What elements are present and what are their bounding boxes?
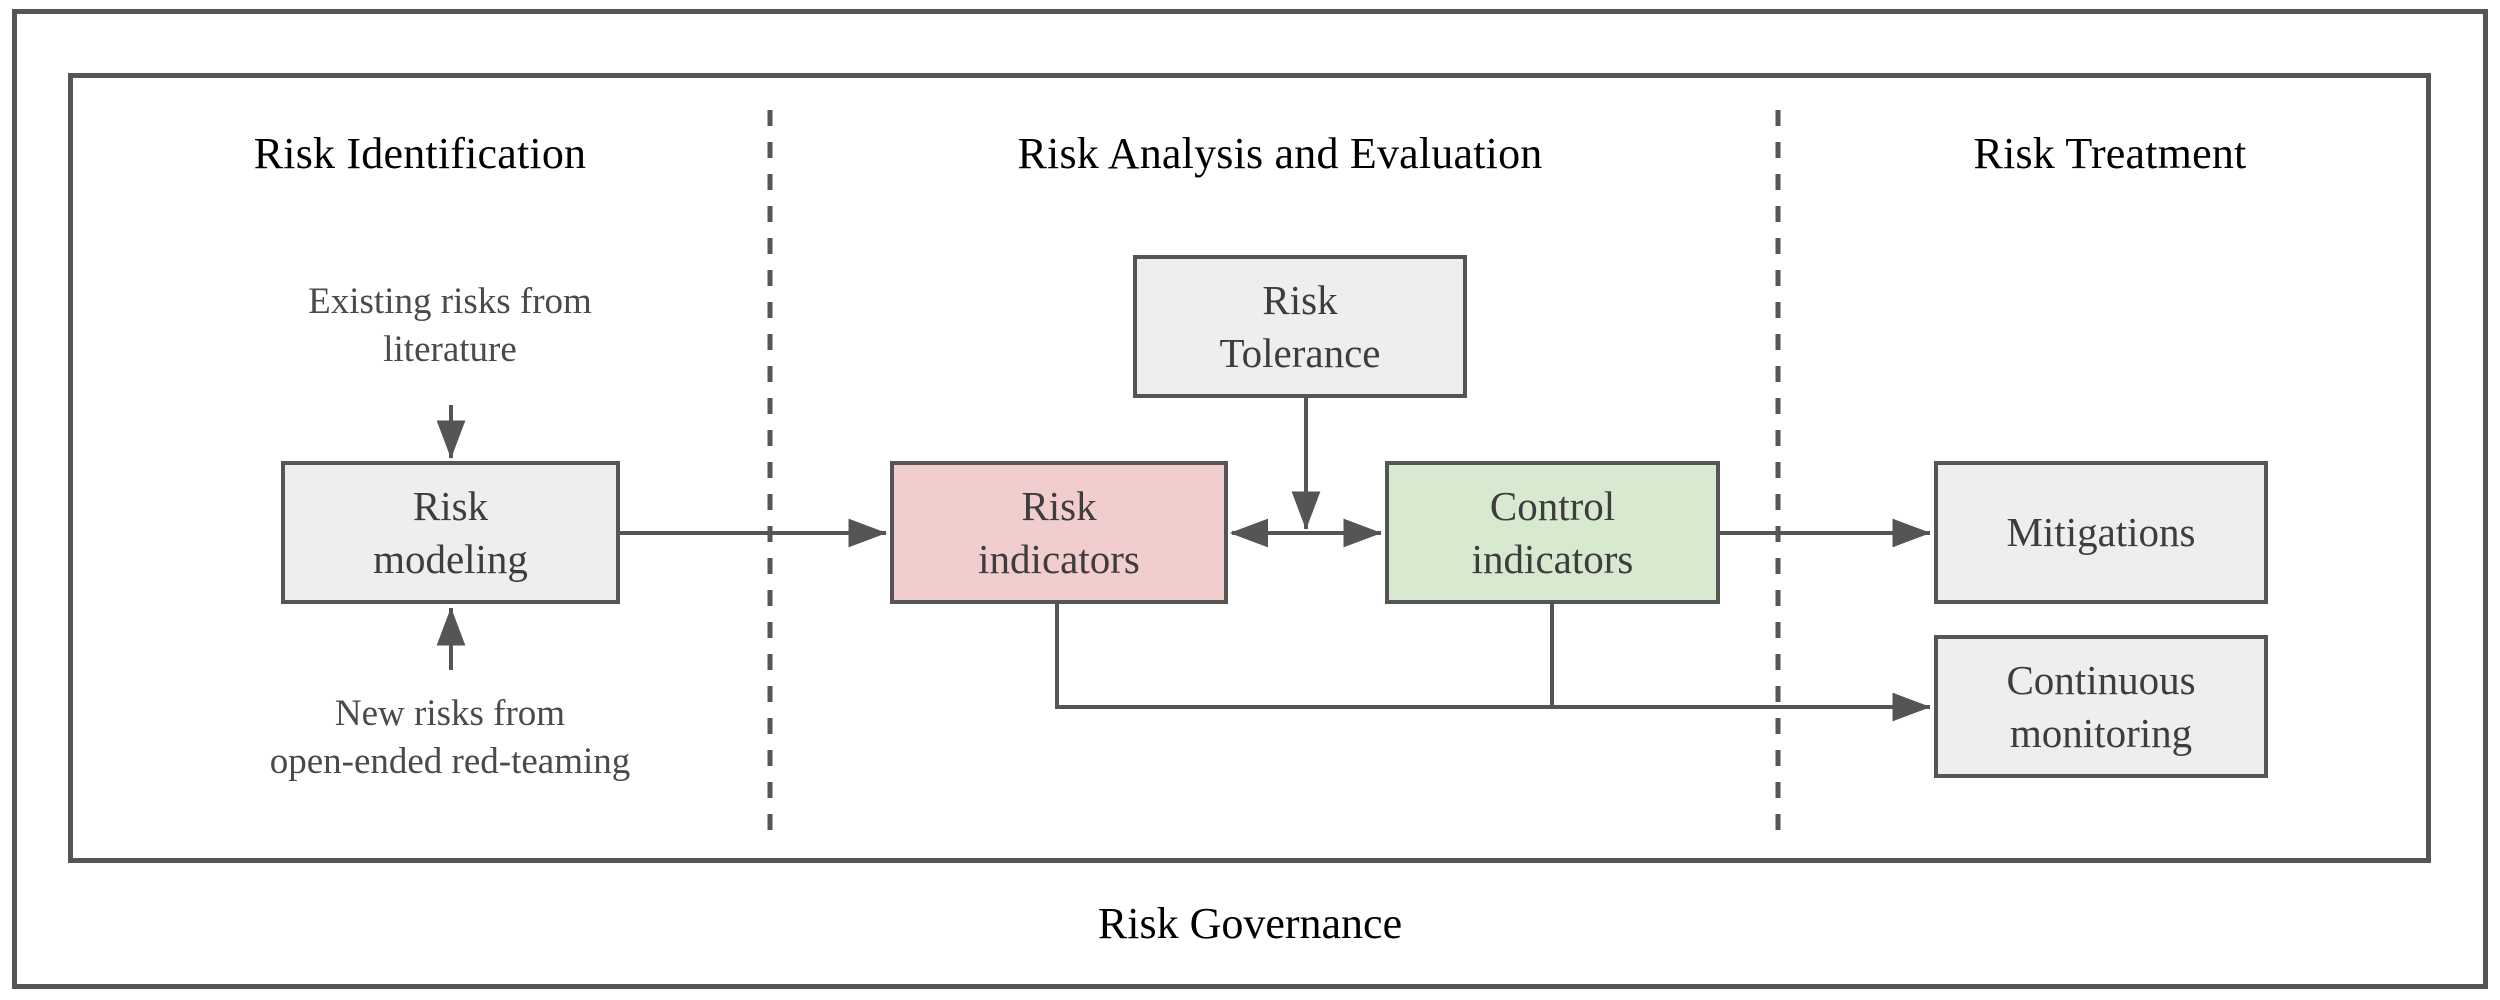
annotation-existing-risks-line1: Existing risks from [308,281,592,322]
node-risk-modeling-line2: modeling [373,535,528,582]
annotation-existing-risks-line2: literature [383,329,517,371]
column-title-risk-identification: Risk Identification [253,129,587,178]
node-risk-indicators[interactable]: Risk indicators [890,461,1228,604]
node-mitigations[interactable]: Mitigations [1934,461,2268,604]
annotation-new-risks-line1: New risks from [334,693,566,734]
node-continuous-monitoring-line1: Continuous [2006,657,2196,704]
annotation-new-risks: New risks from open-ended red-teaming [200,690,700,786]
node-risk-modeling-line1: Risk [412,483,489,530]
column-title-risk-treatment: Risk Treatment [1973,129,2247,178]
node-control-indicators-line2: indicators [1471,535,1634,582]
annotation-existing-risks: Existing risks from literature [240,278,660,374]
node-risk-indicators-line1: Risk [1021,483,1097,530]
node-mitigations-line1: Mitigations [2006,509,2196,556]
node-risk-modeling[interactable]: Risk modeling [281,461,620,604]
inner-frame [68,73,2431,863]
node-control-indicators[interactable]: Control indicators [1385,461,1720,604]
node-risk-tolerance[interactable]: Risk Tolerance [1133,255,1467,398]
risk-governance-label: Risk Governance [1097,899,1403,948]
outer-frame [12,9,2488,989]
annotation-new-risks-line2: open-ended red-teaming [269,741,631,783]
node-risk-tolerance-line1: Risk [1262,277,1338,324]
node-risk-tolerance-line2: Tolerance [1219,329,1381,376]
column-title-risk-analysis-evaluation: Risk Analysis and Evaluation [1017,129,1543,178]
node-control-indicators-line1: Control [1489,483,1616,530]
node-continuous-monitoring-line2: monitoring [2009,709,2193,756]
node-risk-indicators-line2: indicators [978,535,1140,582]
node-continuous-monitoring[interactable]: Continuous monitoring [1934,635,2268,778]
